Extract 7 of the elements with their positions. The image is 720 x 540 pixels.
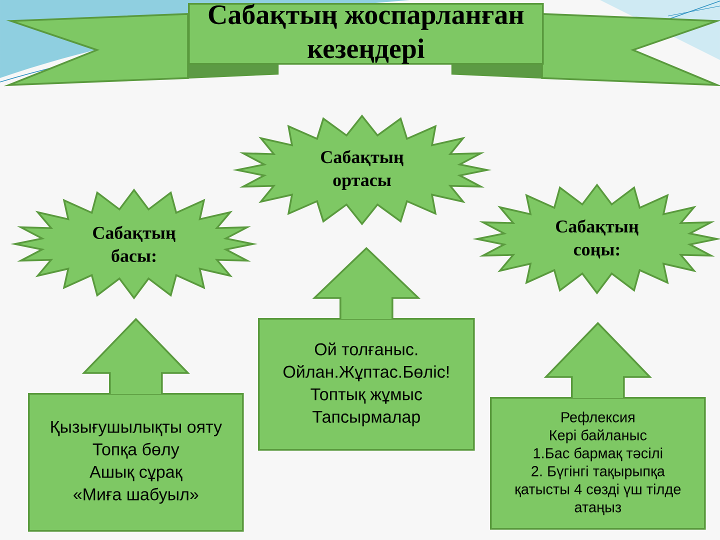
text-box: Ой толғаныс. Ойлан.Жұптас.Бөліс! Топтық жұмыс Тапсырмалар [258, 318, 475, 451]
block-arrow [312, 246, 421, 320]
ribbon-banner: Сабақтың жоспарланған кезеңдері [4, 3, 720, 86]
text-box: Рефлексия Кері байланыс 1.Бас бармақ тәсілі 2. Бүгінгі тақырыпқа қатысты 4 сөзді үш тілде атаңыз [490, 396, 706, 530]
block-arrow [82, 318, 190, 395]
block-arrow [544, 322, 652, 399]
text-box: Қызығушылықты ояту Топқа бөлу Ашық сұрақ «Миға шабуыл» [28, 393, 244, 532]
